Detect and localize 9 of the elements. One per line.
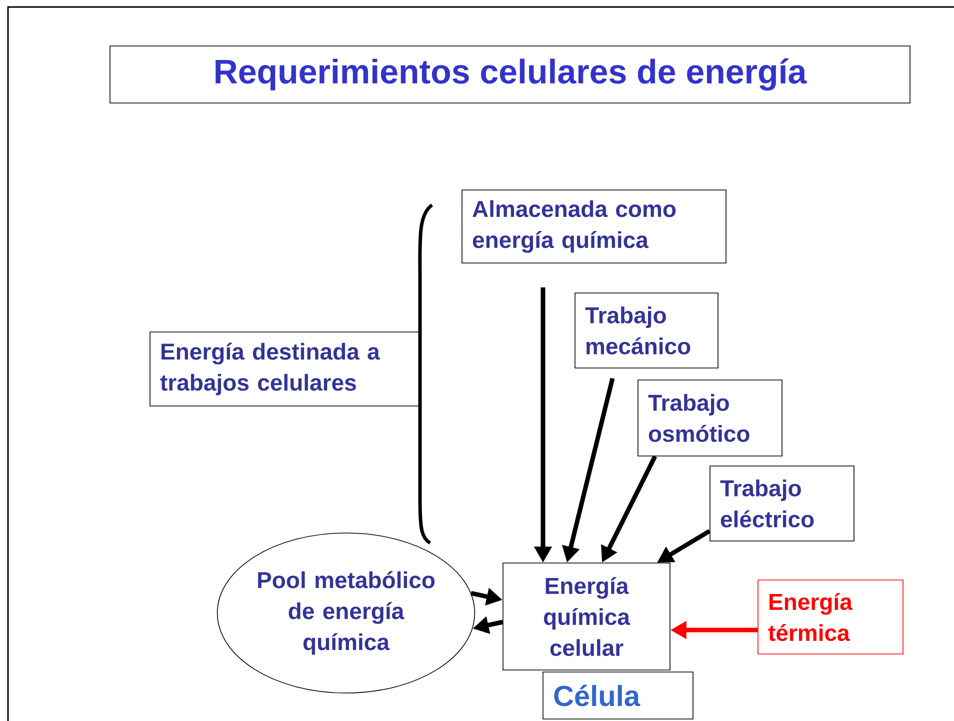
text-box: Energía destinada a trabajos celulares [150, 332, 420, 406]
text-box: Almacenada como energía química [462, 190, 726, 264]
text-box: Trabajo eléctrico [710, 466, 854, 542]
cell-label-box: Célula [542, 672, 694, 720]
title: Requerimientos celulares de energía [110, 46, 910, 104]
text-box: Trabajo mecánico [574, 292, 718, 368]
energy-box: Energía química celular [502, 562, 670, 670]
thermal-box: Energía térmica [758, 580, 904, 654]
text-box: Trabajo osmótico [638, 380, 782, 456]
